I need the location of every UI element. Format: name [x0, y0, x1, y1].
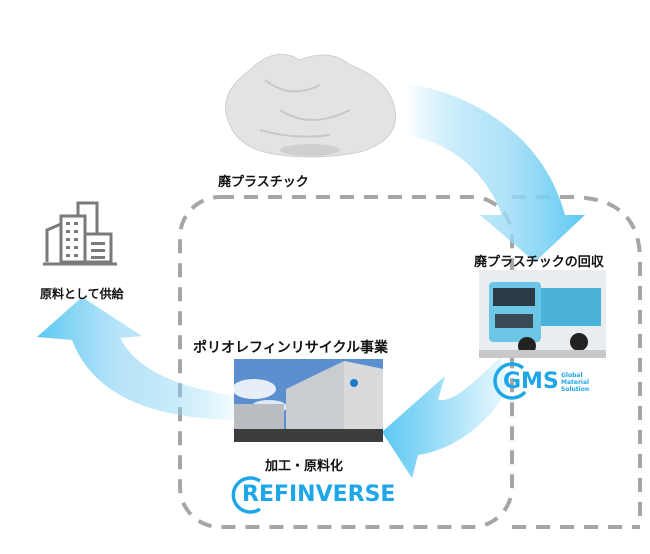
refinverse-logo: REFINVERSE — [230, 475, 395, 515]
gms-logo: GMS Global Material Solution — [491, 360, 601, 402]
factory-photo — [234, 359, 383, 442]
business-label: ポリオレフィンリサイクル事業 — [193, 340, 389, 356]
gms-mark: GMS — [503, 369, 559, 394]
refinverse-mark: REFINVERSE — [242, 482, 396, 507]
arrow-waste-to-collection — [405, 83, 585, 262]
city-buildings-icon — [43, 201, 117, 266]
gms-sub-1: Global — [561, 372, 583, 379]
supply-label: 原料として供給 — [40, 287, 124, 301]
gms-sub-3: Solution — [561, 386, 590, 393]
waste-plastic-label: 廃プラスチック — [218, 175, 309, 190]
dashed-process-boundary — [178, 195, 514, 529]
truck-photo — [479, 270, 606, 358]
processing-label: 加工・原料化 — [265, 459, 344, 474]
collection-label: 廃プラスチックの回収 — [474, 255, 604, 270]
arrow-collection-to-business — [382, 358, 510, 478]
arrow-business-to-supply — [37, 297, 245, 420]
crumpled-plastic-bag-image — [225, 53, 397, 158]
gms-sub-2: Material — [561, 379, 590, 386]
